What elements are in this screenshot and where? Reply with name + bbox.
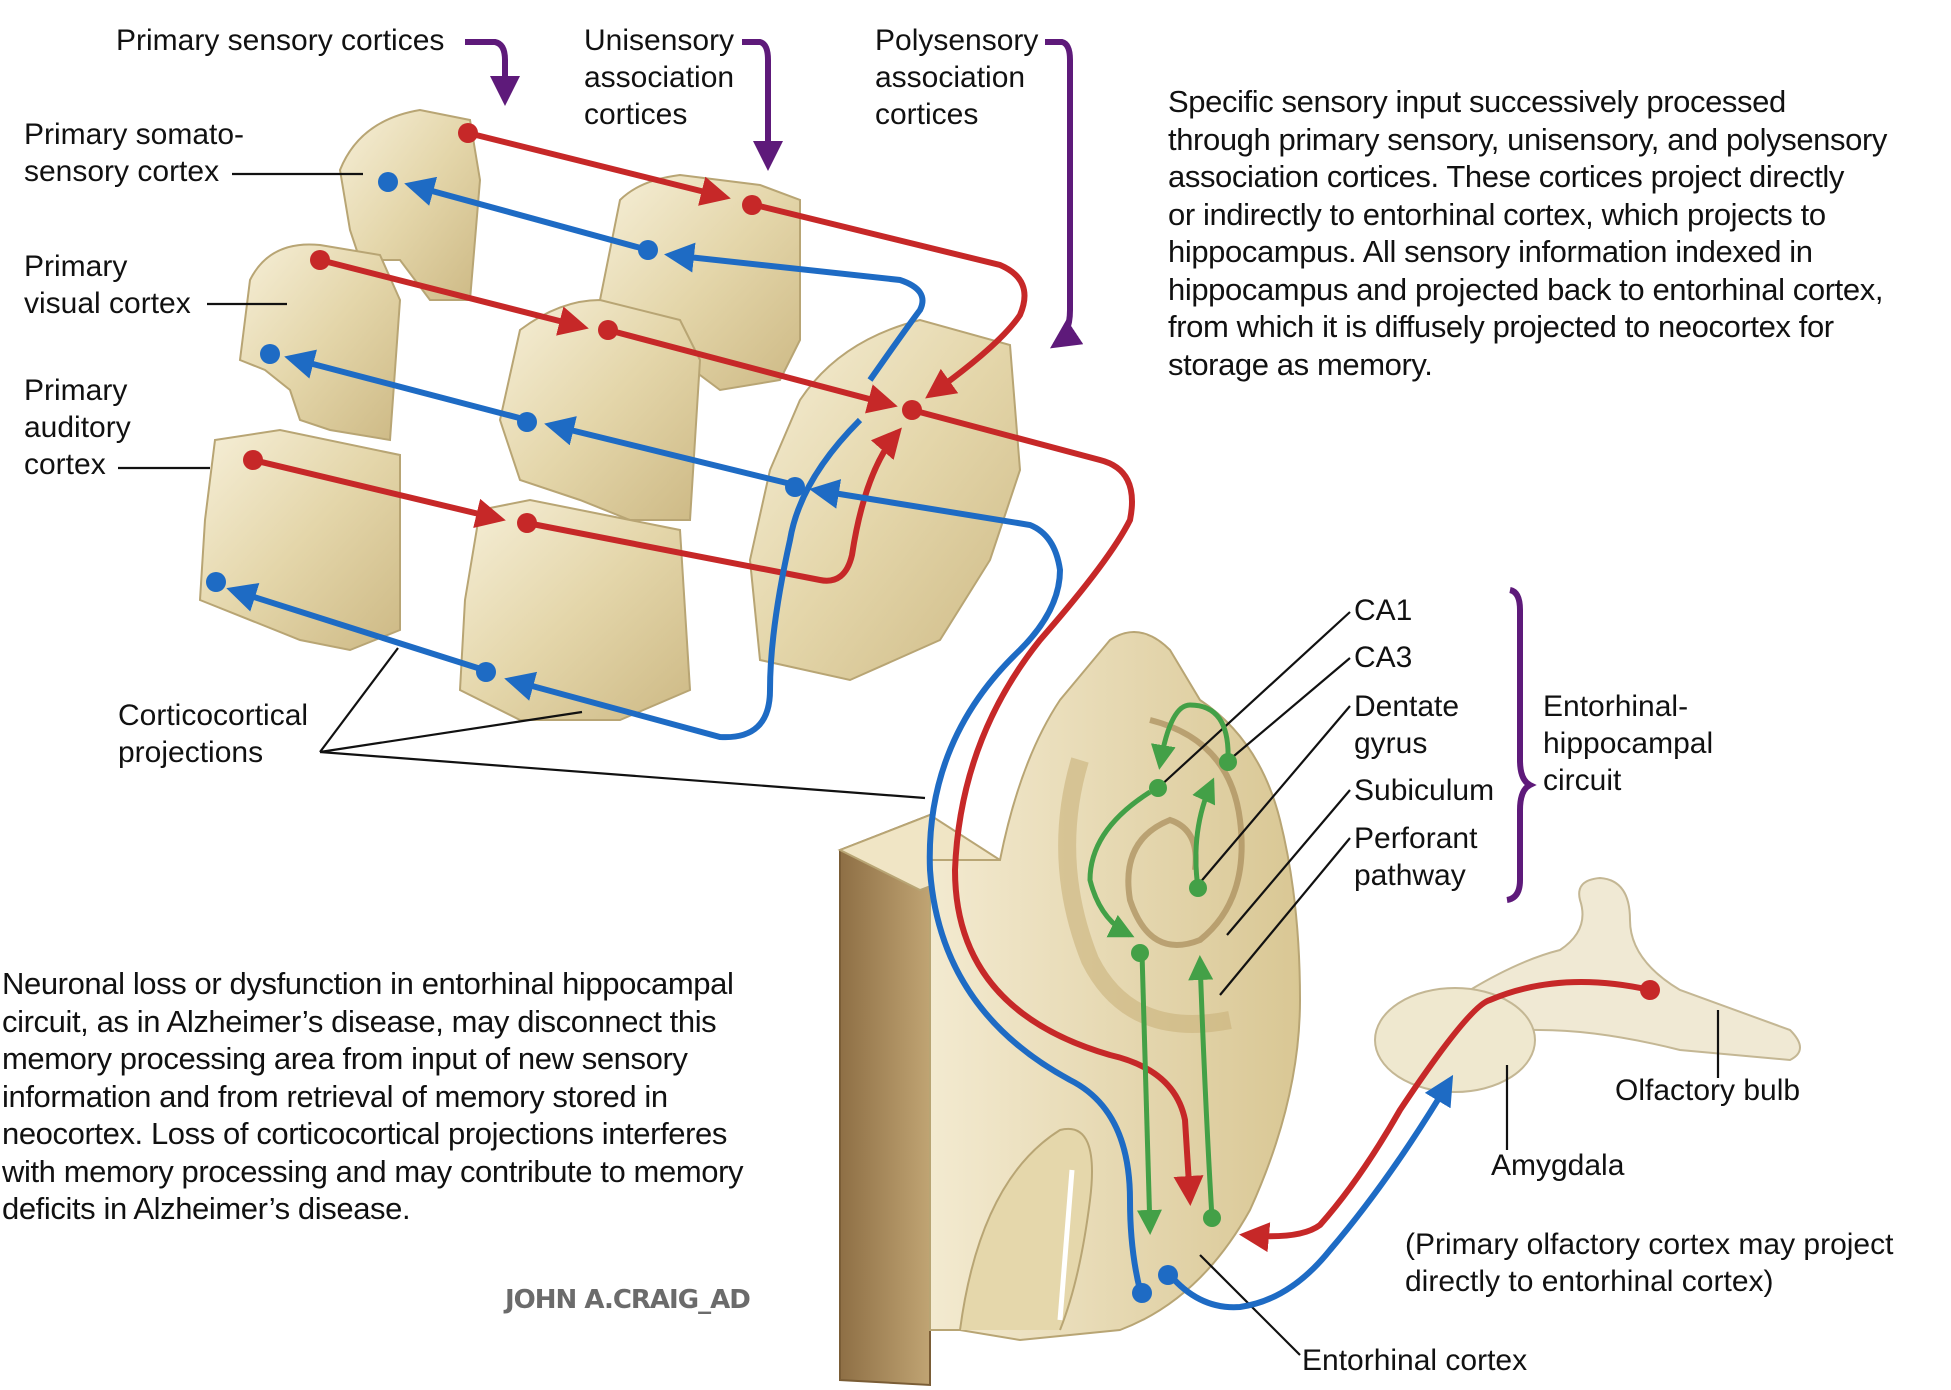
- amygdala-shape: [1374, 987, 1536, 1093]
- node-somato-blue: [378, 172, 398, 192]
- subiculum-leader: [1226, 789, 1351, 936]
- label-entorhinal-cortex: Entorhinal cortex: [1302, 1344, 1528, 1377]
- description-top-right: Specific sensory input successively proc…: [1168, 84, 1887, 382]
- red-olfactory-path: [1239, 979, 1651, 1253]
- unisensory-cortex-blocks: [458, 173, 801, 721]
- node-somato-red: [458, 123, 478, 143]
- label-amygdala: Amygdala: [1491, 1149, 1625, 1182]
- node-visual-red: [310, 250, 330, 270]
- node-entorhinal-blue-1: [1132, 1283, 1152, 1303]
- label-olfactory-note: (Primary olfactory cortex may project di…: [1405, 1228, 1894, 1298]
- hippocampal-fold-outer: [1058, 757, 1232, 1033]
- node-uni-visual-blue: [517, 412, 537, 432]
- label-unisensory-association-cortices: Unisensory association cortices: [584, 24, 735, 131]
- label-primary-somatosensory-cortex: Primary somato- sensory cortex: [24, 118, 245, 188]
- node-uni-somato-red: [742, 195, 762, 215]
- label-primary-sensory-cortices: Primary sensory cortices: [116, 24, 445, 57]
- green-ca1-to-subiculum: [1087, 789, 1152, 938]
- green-perforant-to-dentate: [1188, 955, 1215, 1219]
- label-dentate-gyrus: Dentate gyrus: [1354, 690, 1460, 760]
- label-olfactory-bulb: Olfactory bulb: [1615, 1074, 1801, 1107]
- label-subiculum: Subiculum: [1354, 774, 1495, 807]
- description-bottom-left: Neuronal loss or dysfunction in entorhin…: [2, 966, 744, 1226]
- perforant-leader: [1219, 837, 1351, 996]
- node-auditory-red: [243, 450, 263, 470]
- node-poly-blue: [785, 477, 805, 497]
- node-ca3: [1219, 753, 1237, 771]
- node-auditory-blue: [206, 572, 226, 592]
- hippocampus-tissue: [837, 631, 1302, 1387]
- sulcus-gap: [1057, 1169, 1075, 1321]
- green-ca3-to-ca1: [1150, 702, 1231, 770]
- unisensory-auditory-block: [458, 498, 692, 721]
- leader-lines: [118, 172, 1720, 1356]
- label-ca3: CA3: [1354, 641, 1413, 674]
- node-subiculum: [1131, 944, 1149, 962]
- node-poly-red: [902, 400, 922, 420]
- ca1-leader: [1157, 611, 1351, 789]
- node-visual-blue: [260, 344, 280, 364]
- node-ca1: [1149, 779, 1167, 797]
- corticocortical-leader-3: [319, 750, 926, 800]
- node-uni-auditory-red: [517, 513, 537, 533]
- primary-group-arrow: [465, 39, 520, 106]
- forward-projections: [252, 130, 1651, 1253]
- blue-uni-to-somato: [404, 176, 649, 253]
- dentate-leader: [1197, 705, 1351, 886]
- green-dentate-to-ca3: [1192, 777, 1216, 889]
- node-entorhinal-blue-2: [1158, 1265, 1178, 1285]
- ca3-leader: [1227, 657, 1351, 762]
- node-entorhinal-green: [1203, 1209, 1221, 1227]
- node-dentate: [1189, 879, 1207, 897]
- label-entorhinal-hippocampal-circuit: Entorhinal- hippocampal circuit: [1543, 690, 1714, 797]
- node-uni-auditory-blue: [476, 662, 496, 682]
- label-primary-visual-cortex: Primary visual cortex: [24, 250, 191, 320]
- blue-uni-to-auditory: [226, 582, 485, 673]
- label-primary-auditory-cortex: Primary auditory cortex: [24, 374, 131, 481]
- circuit-bracket: [1506, 587, 1537, 903]
- label-ca1: CA1: [1354, 594, 1413, 627]
- auditory-block: [198, 428, 401, 652]
- corticocortical-leader-1: [319, 647, 399, 753]
- node-olfactory-red: [1640, 980, 1660, 1000]
- red-uni-auditory-to-poly: [526, 427, 902, 584]
- artist-signature: JOHN A.CRAIG_AD: [505, 1285, 751, 1315]
- polysensory-group-arrow: [1045, 39, 1084, 349]
- red-uni-somato-to-poly: [754, 202, 1028, 399]
- red-poly-to-entorhinal: [911, 407, 1204, 1206]
- green-subiculum-to-entorhinal: [1136, 952, 1162, 1235]
- node-uni-somato-blue: [638, 240, 658, 260]
- red-auditory-to-uni: [252, 457, 506, 529]
- blue-entorhinal-to-poly: [809, 479, 1143, 1291]
- node-uni-visual-red: [598, 320, 618, 340]
- corticocortical-leader-2: [319, 710, 583, 754]
- red-somato-to-uni: [467, 130, 731, 206]
- projection-nodes: [206, 123, 1660, 1303]
- blue-uni-to-visual: [284, 349, 528, 423]
- entorhinal-front-block: [839, 813, 931, 1387]
- label-polysensory-association-cortices: Polysensory association cortices: [875, 24, 1039, 131]
- group-indicator-arrows: [465, 39, 1537, 903]
- hippocampal-circuit: [1087, 702, 1231, 1235]
- red-uni-visual-to-poly: [607, 327, 898, 414]
- label-perforant-pathway: Perforant pathway: [1354, 822, 1478, 892]
- visual-block: [238, 243, 402, 442]
- red-visual-to-uni: [319, 257, 589, 336]
- back-projections: [226, 176, 1454, 1311]
- blue-poly-to-uni-somato: [664, 242, 926, 382]
- entorhinal-sulcus: [959, 1127, 1093, 1331]
- blue-entorhinal-to-amygdala: [1167, 1074, 1454, 1311]
- blue-poly-to-uni-visual: [544, 416, 796, 488]
- unisensory-group-arrow: [742, 39, 783, 171]
- label-corticocortical-projections: Corticocortical projections: [118, 699, 309, 769]
- hippocampal-fold-inner: [1125, 717, 1245, 948]
